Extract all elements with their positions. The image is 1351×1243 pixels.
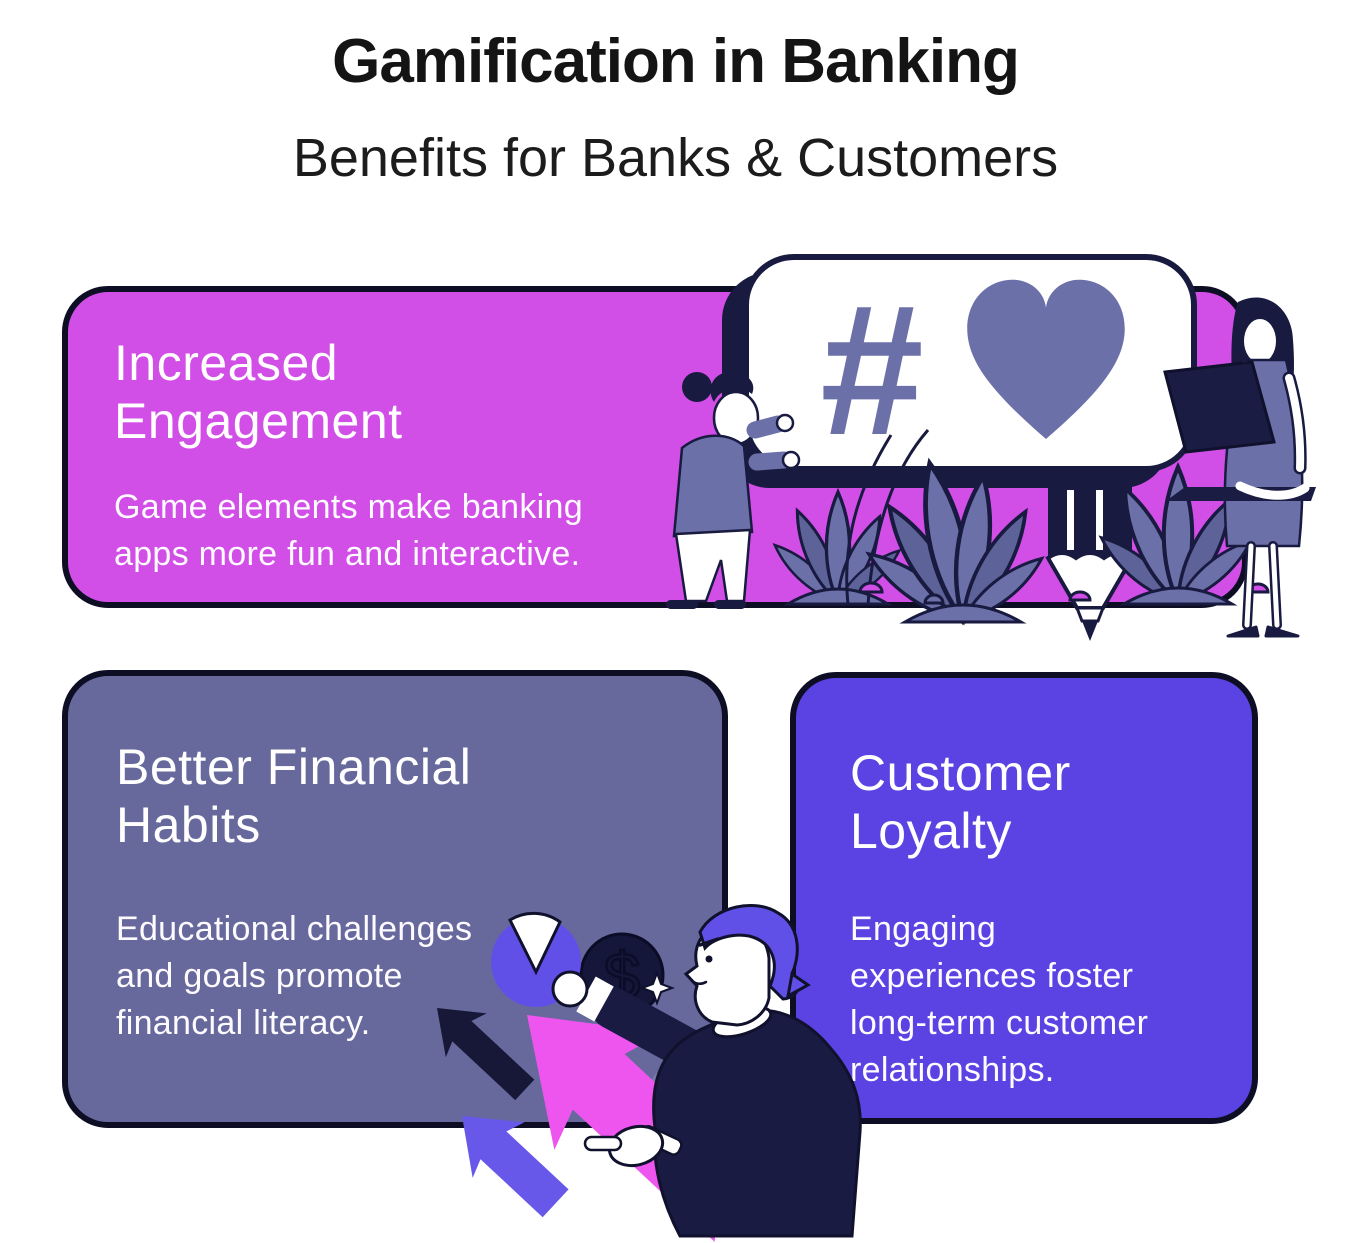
header: Gamification in Banking Benefits for Ban…	[0, 0, 1351, 189]
card-body: Educational challenges and goals promote…	[116, 910, 473, 1042]
page-subtitle: Benefits for Banks & Customers	[292, 128, 1059, 188]
card-title: Better Financial Habits	[116, 739, 472, 853]
card-title: Customer Loyalty	[850, 745, 1071, 859]
card-increased-engagement: Increased Engagement Game elements make …	[62, 286, 1248, 608]
card-body: Game elements make banking apps more fun…	[114, 488, 583, 573]
pebble	[1246, 582, 1270, 594]
card-better-financial-habits: Better Financial Habits Educational chal…	[62, 670, 728, 1128]
page-title: Gamification in Banking	[332, 27, 1020, 96]
card-title: Increased Engagement	[114, 335, 403, 449]
card-customer-loyalty: Customer Loyalty Engaging experiences fo…	[790, 672, 1258, 1124]
card-body: Engaging experiences foster long-term cu…	[850, 910, 1149, 1089]
